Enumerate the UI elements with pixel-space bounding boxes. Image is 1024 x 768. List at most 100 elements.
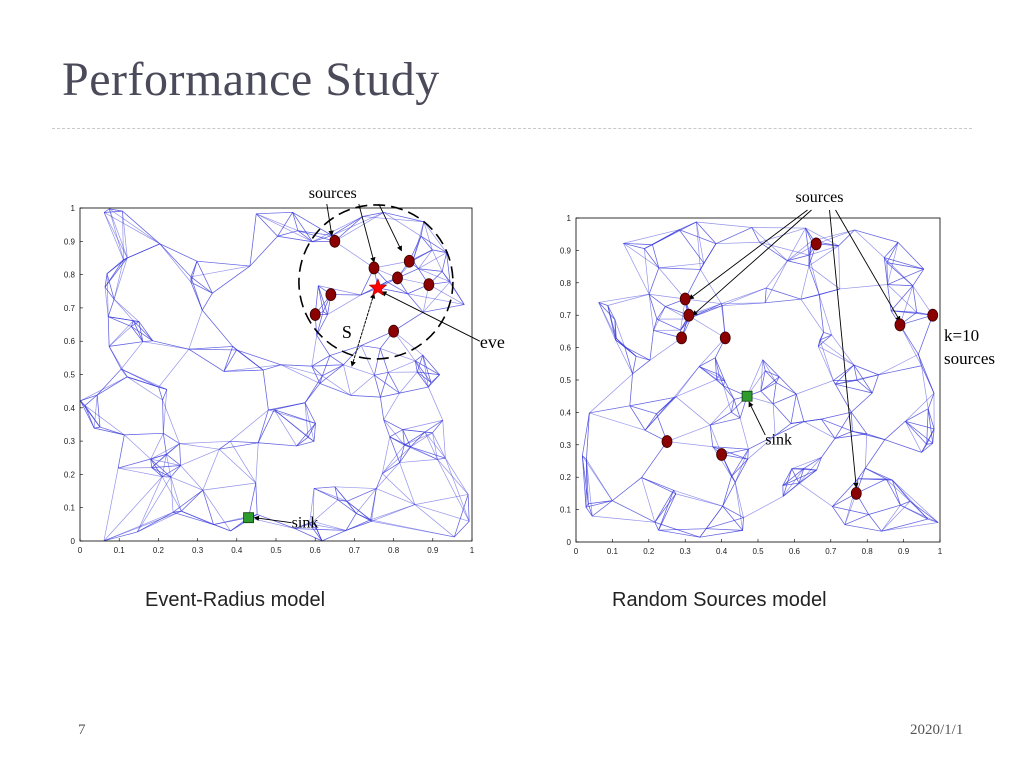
network-edge [808, 255, 820, 295]
network-edge [322, 375, 351, 396]
network-edge [644, 248, 660, 269]
network-edge [844, 514, 869, 526]
network-edge [150, 458, 172, 478]
network-edge [721, 287, 767, 305]
network-edge [648, 293, 666, 307]
x-tick-label: 0.8 [862, 547, 874, 556]
network-edge [163, 433, 180, 444]
network-edge [103, 212, 128, 259]
network-edge [673, 490, 677, 495]
y-tick-label: 0.6 [560, 344, 572, 353]
network-edge [883, 257, 914, 287]
network-edge [374, 374, 400, 394]
network-edge [415, 360, 432, 383]
network-edge [844, 524, 882, 532]
network-edge [723, 385, 732, 413]
network-edge [373, 260, 410, 269]
network-edge [432, 432, 438, 460]
radius-label: S [342, 322, 352, 342]
source-node [392, 271, 403, 285]
network-edge [437, 459, 470, 522]
network-edge [152, 340, 189, 350]
network-edge [766, 287, 802, 300]
y-tick-label: 0.3 [64, 437, 76, 446]
network-edge [775, 376, 780, 383]
network-edge [582, 412, 590, 456]
network-edge [162, 433, 167, 455]
network-edge [854, 229, 885, 258]
network-edge [607, 293, 650, 306]
network-edge [190, 276, 203, 311]
y-tick-label: 0.5 [64, 371, 76, 380]
network-edge [432, 420, 444, 434]
network-edge [304, 402, 315, 442]
network-edge [103, 476, 163, 542]
network-edge [658, 262, 704, 269]
network-edge [107, 299, 115, 317]
slide-title: Performance Study [62, 53, 440, 106]
network-edge [731, 458, 748, 477]
network-edge [343, 364, 352, 396]
network-edge [229, 441, 257, 484]
network-edge [162, 399, 180, 444]
network-edge [345, 520, 372, 531]
network-edge [586, 459, 593, 517]
source-node [810, 237, 822, 251]
network-edge [818, 346, 855, 366]
network-edge [417, 371, 432, 383]
network-edge [404, 444, 438, 460]
network-edge [109, 341, 143, 347]
network-edge [273, 409, 309, 438]
network-edge [629, 405, 657, 415]
network-edge [257, 409, 269, 443]
network-edge [887, 284, 892, 311]
network-edge [800, 288, 840, 300]
network-edge [834, 411, 852, 439]
slide-number: 7 [78, 722, 86, 738]
y-tick-label: 0.9 [64, 237, 76, 246]
network-edge [106, 259, 124, 274]
network-edge [892, 479, 929, 520]
network-edge [331, 212, 385, 236]
network-edge [309, 488, 315, 524]
network-edges [80, 208, 470, 542]
network-edge [96, 395, 101, 428]
network-edge [912, 268, 925, 286]
network-edge [137, 511, 174, 533]
network-edge [393, 331, 416, 362]
network-edge [598, 302, 616, 340]
x-tick-label: 0.7 [349, 546, 361, 555]
network-edge [897, 242, 925, 270]
x-tick-label: 0.5 [752, 547, 764, 556]
network-edge [297, 230, 313, 243]
network-edge [343, 364, 375, 376]
network-edge [131, 326, 144, 342]
network-edge [150, 459, 153, 468]
network-edge [441, 252, 447, 272]
network-edge [772, 382, 777, 404]
network-edge [932, 428, 935, 444]
network-edge [632, 356, 637, 374]
network-edge [410, 432, 433, 448]
network-edge [821, 411, 852, 420]
network-edge [705, 506, 723, 529]
network-edge [170, 476, 182, 512]
network-edge [307, 436, 315, 442]
network-edge [641, 441, 668, 478]
network-edge [104, 257, 128, 288]
network-edge [654, 522, 659, 531]
network-edge [798, 468, 805, 484]
network-edge [467, 494, 470, 522]
network-edge [162, 389, 168, 401]
event-arrow [381, 291, 481, 342]
network-edge [414, 504, 455, 538]
network-edge [892, 479, 939, 523]
network-edge [316, 314, 328, 336]
network-edge [158, 387, 163, 401]
sink-node [741, 390, 753, 402]
network-edge [318, 285, 361, 296]
network-edge [696, 221, 752, 228]
x-tick-label: 0.4 [231, 546, 243, 555]
network-edge [108, 316, 134, 322]
network-edge [422, 355, 432, 383]
